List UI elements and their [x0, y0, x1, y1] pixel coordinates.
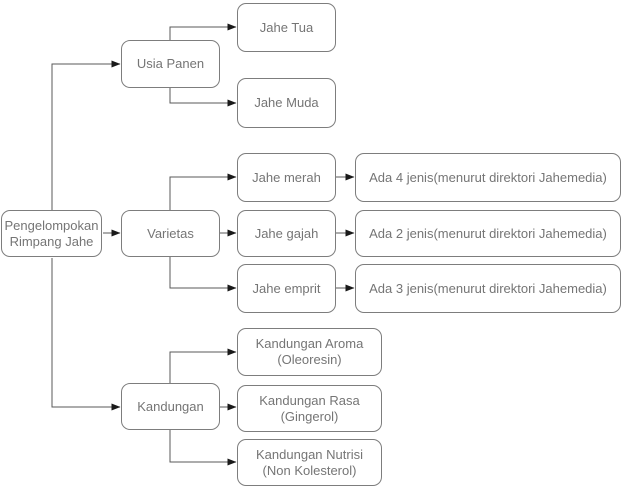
- node-label: Ada 4 jenis(menurut direktori Jahemedia): [369, 169, 607, 185]
- node-label: (Non Kolesterol): [262, 462, 357, 478]
- node-label: Kandungan: [137, 398, 204, 414]
- connector-kandungan-to-nutrisi: [169, 430, 237, 466]
- node-label: Usia Panen: [136, 56, 205, 71]
- node-label: Jahe emprit: [252, 280, 321, 296]
- node-label: Jahe gajah: [254, 225, 319, 241]
- node-label: (Gingerol): [280, 408, 339, 424]
- node-label: Kandungan Nutrisi: [256, 446, 363, 462]
- node-varietas: Varietas: [121, 210, 220, 257]
- node-jahe-merah: Jahe merah: [237, 153, 336, 202]
- connector-root-to-usia-panen: [51, 60, 121, 210]
- node-label: Kandungan Rasa: [259, 392, 360, 408]
- node-pengelompokan-rimpang-jahe: Pengelompokan Rimpang Jahe: [1, 210, 102, 257]
- node-kandungan-rasa: Kandungan Rasa (Gingerol): [237, 385, 382, 432]
- connector-root-to-kandungan: [51, 258, 121, 411]
- node-label: Jahe merah: [252, 169, 321, 185]
- connector-usia-to-jahe-muda: [169, 88, 237, 107]
- node-kandungan: Kandungan: [121, 383, 220, 430]
- node-label: Rimpang Jahe: [9, 233, 94, 249]
- node-ada-2-jenis: Ada 2 jenis(menurut direktori Jahemedia): [355, 210, 621, 257]
- node-ada-3-jenis: Ada 3 jenis(menurut direktori Jahemedia): [355, 264, 621, 313]
- connector-varietas-to-merah: [169, 173, 237, 210]
- node-label: Jahe Tua: [259, 19, 314, 35]
- node-label: Jahe Muda: [254, 95, 319, 110]
- node-kandungan-nutrisi: Kandungan Nutrisi (Non Kolesterol): [237, 439, 382, 486]
- connector-kandungan-to-aroma: [169, 348, 237, 383]
- node-label: Ada 3 jenis(menurut direktori Jahemedia): [369, 280, 607, 296]
- node-jahe-gajah: Jahe gajah: [237, 210, 336, 257]
- node-label: Ada 2 jenis(menurut direktori Jahemedia): [369, 225, 607, 241]
- node-jahe-emprit: Jahe emprit: [237, 264, 336, 313]
- connector-varietas-to-emprit: [169, 257, 237, 292]
- node-jahe-tua: Jahe Tua: [237, 3, 336, 52]
- node-ada-4-jenis: Ada 4 jenis(menurut direktori Jahemedia): [355, 153, 621, 202]
- node-usia-panen: Usia Panen: [121, 40, 220, 88]
- connector-usia-to-jahe-tua: [169, 23, 237, 40]
- node-label: Kandungan Aroma: [255, 336, 364, 351]
- node-kandungan-aroma: Kandungan Aroma (Oleoresin): [237, 328, 382, 376]
- node-label: Varietas: [147, 225, 194, 241]
- node-label: (Oleoresin): [277, 352, 342, 367]
- node-label: Pengelompokan: [4, 217, 99, 233]
- node-jahe-muda: Jahe Muda: [237, 78, 336, 128]
